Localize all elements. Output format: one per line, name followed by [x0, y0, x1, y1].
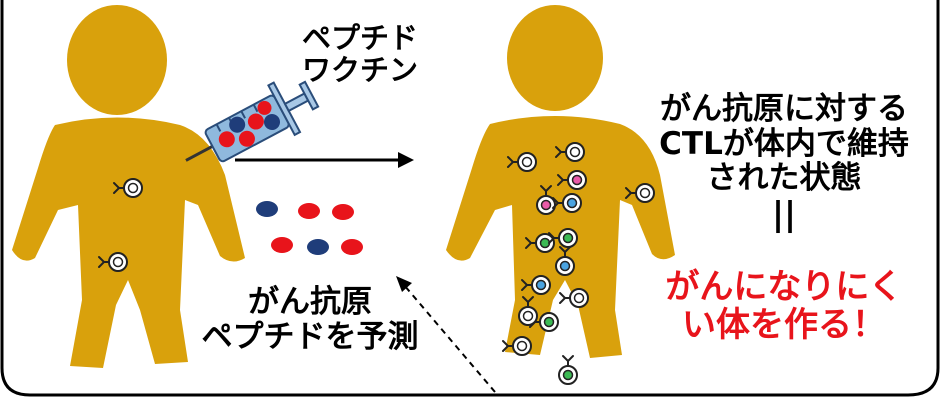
ctl-cell-icon	[552, 193, 582, 213]
equals-sign: ||	[771, 194, 797, 233]
ctl-cell-icon	[521, 275, 551, 295]
ctl-cell-icon	[98, 252, 128, 272]
person-left-head	[67, 5, 167, 115]
ctl-cell-icon	[559, 288, 589, 308]
syringe-barrel	[204, 94, 290, 163]
ctl-cell-icon	[507, 152, 537, 172]
vaccine-arrow	[235, 152, 414, 168]
peptide-dot-blue	[307, 239, 329, 255]
predict-label: がん抗原 ペプチドを予測	[201, 284, 419, 355]
ctl-cell-icon	[525, 233, 555, 253]
ctl-cells	[98, 142, 655, 385]
peptide-dot-red	[271, 237, 293, 253]
ctl-cell-icon	[555, 142, 585, 162]
syringe-needle	[185, 143, 217, 162]
peptide-dot-red	[298, 203, 320, 219]
ctl-cell-icon	[558, 355, 578, 385]
peptide-dot-blue	[256, 201, 278, 217]
ctl-cell-icon	[113, 178, 143, 198]
peptide-dots	[256, 201, 363, 255]
ctl-state-label: がん抗原に対する CTLが体内で維持 された状態	[659, 91, 909, 197]
ctl-cell-icon	[625, 183, 655, 203]
ctl-cell-icon	[502, 336, 532, 356]
peptide-dot-red	[332, 204, 354, 220]
person-right-head	[507, 5, 603, 111]
vaccine-label: ペプチド ワクチン	[301, 21, 418, 88]
person-left-body	[12, 117, 245, 368]
result-label: がんになりにく い体を作る！	[665, 267, 903, 346]
syringe-icon	[185, 80, 320, 163]
person-left	[12, 5, 245, 368]
ctl-cell-icon	[555, 246, 575, 276]
peptide-dot-red	[341, 239, 363, 255]
ctl-cell-icon	[557, 170, 587, 190]
prediction-arrow	[396, 276, 496, 393]
ctl-cell-icon	[548, 228, 578, 248]
ctl-cell-icon	[518, 296, 538, 326]
